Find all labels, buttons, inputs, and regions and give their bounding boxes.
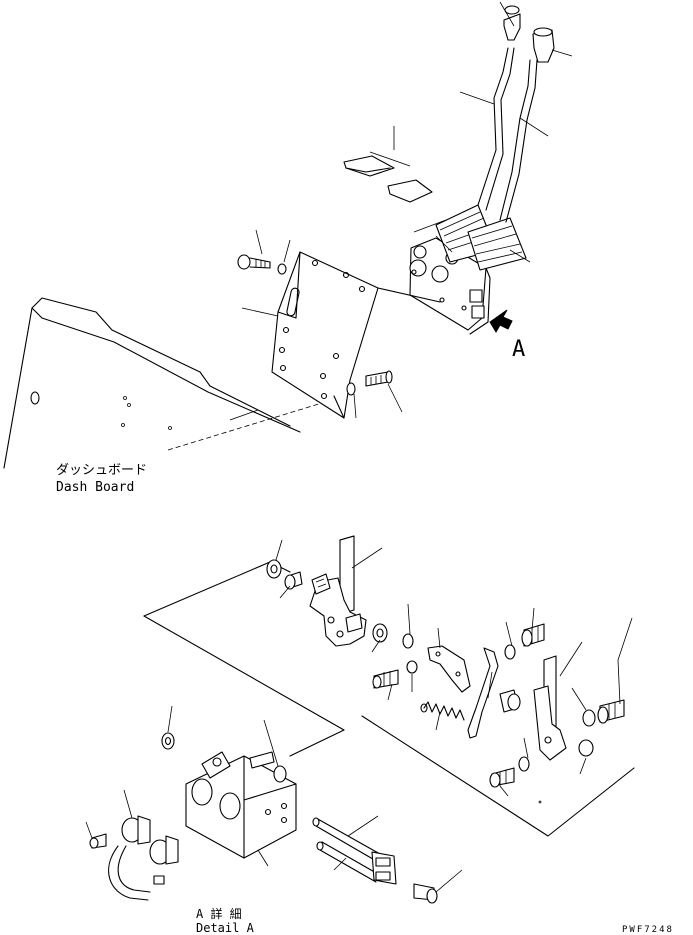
spacer-and-pins-left [266,559,303,590]
mounting-bracket [271,251,379,419]
right-side-fasteners [489,623,625,788]
switch-assembly [89,815,179,901]
view-a-label: A [512,337,525,362]
bell-crank-plate [427,645,471,693]
rods-and-clamp [312,817,438,904]
bolt-lower-right [346,370,393,396]
levers-and-valve [343,5,555,335]
switch-bracket [185,751,297,859]
detail-a-label-en: Detail A [196,921,255,935]
bolt-upper-left [237,254,287,275]
leader-lines-upper [229,1,573,421]
dashboard-panel [3,297,323,469]
view-arrow-a [489,309,513,333]
left-lever-linkage [309,535,367,647]
detail-base-plane [143,561,635,837]
right-lever-linkage [499,655,567,761]
drawing-code: PWF7248 [622,925,674,935]
leader-lines-detail [85,539,633,893]
link-rod [467,647,499,739]
dash-board-label-en: Dash Board [56,480,134,495]
detail-a-label-jp: A 詳 細 [196,906,242,921]
middle-small-parts [372,623,418,689]
bracket-small-parts [161,732,287,783]
return-spring [420,701,465,721]
dash-board-label-jp: ダッシュボード [56,463,147,478]
